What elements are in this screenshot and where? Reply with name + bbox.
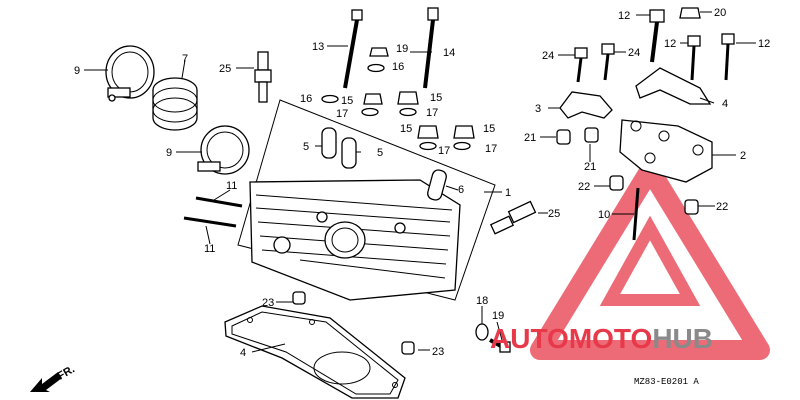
callout-14: 14 xyxy=(443,47,455,59)
insulator-8 xyxy=(152,77,198,131)
callout-15: 15 xyxy=(341,95,353,107)
valve-guide-6 xyxy=(427,169,447,201)
callout-15: 15 xyxy=(430,92,442,104)
rocker-holder-2 xyxy=(619,119,713,183)
callout-24: 24 xyxy=(542,50,554,62)
callout-2: 2 xyxy=(740,150,746,162)
watermark-part-auto: AUTO xyxy=(490,323,569,354)
spark-plug-25-right xyxy=(489,200,537,235)
callout-17: 17 xyxy=(336,108,348,120)
bolt-14 xyxy=(423,7,439,89)
callout-16: 16 xyxy=(300,93,312,105)
clamp-9-lower xyxy=(197,125,250,175)
dowel-pin-23 xyxy=(292,291,415,355)
callout-6: 6 xyxy=(458,184,464,196)
callout-21: 21 xyxy=(524,132,536,144)
callout-25: 25 xyxy=(548,208,560,220)
front-direction-indicator: FR. xyxy=(30,363,77,392)
callout-20: 20 xyxy=(714,7,726,19)
callout-17: 17 xyxy=(438,145,450,157)
spark-plug-25-top xyxy=(254,51,272,103)
clamp-9-upper xyxy=(105,45,155,102)
callout-13: 13 xyxy=(312,41,324,53)
callout-21: 21 xyxy=(584,161,596,173)
callout-11: 11 xyxy=(226,180,237,192)
callout-17: 17 xyxy=(485,143,497,155)
watermark-part-moto: MOTO xyxy=(569,323,652,354)
callout-11: 11 xyxy=(204,243,215,255)
callout-16: 16 xyxy=(392,61,404,73)
stud-10 xyxy=(632,187,640,241)
callout-labels: 9 7 9 25 11 11 13 19 14 16 16 15 17 15 1… xyxy=(74,7,770,359)
callout-5: 5 xyxy=(303,141,309,153)
cylinder-head-1 xyxy=(237,99,496,301)
callout-12: 12 xyxy=(758,38,770,50)
callout-19: 19 xyxy=(492,310,504,322)
leader-lines xyxy=(84,11,756,353)
callout-3: 3 xyxy=(535,103,541,115)
watermark-part-hub: HUB xyxy=(652,323,713,354)
callout-23: 23 xyxy=(262,297,274,309)
nut-washer-group xyxy=(321,47,475,151)
callout-8: 7 xyxy=(182,53,188,65)
callout-25: 25 xyxy=(219,63,231,75)
callout-20: 19 xyxy=(396,43,408,55)
stud-11 xyxy=(183,196,243,228)
bolt-19-washer-18 xyxy=(475,323,511,353)
callout-22: 22 xyxy=(716,201,728,213)
collars-21-22 xyxy=(556,127,699,215)
valve-guide-5 xyxy=(321,127,357,169)
callout-12: 12 xyxy=(664,38,676,50)
callout-5: 5 xyxy=(377,147,383,159)
direction-label: FR. xyxy=(56,363,77,382)
arrow-left-icon xyxy=(30,372,62,392)
callout-7: 4 xyxy=(240,347,246,359)
callout-12: 12 xyxy=(618,10,630,22)
watermark-logo xyxy=(530,160,770,360)
callout-15: 15 xyxy=(400,123,412,135)
callout-24: 24 xyxy=(628,47,640,59)
bolt-12-set xyxy=(574,7,735,83)
callout-23: 23 xyxy=(432,346,444,358)
head-gasket-7 xyxy=(224,305,406,399)
callout-22: 22 xyxy=(578,181,590,193)
callout-15: 15 xyxy=(483,123,495,135)
callout-18: 18 xyxy=(476,295,488,307)
callout-17: 17 xyxy=(426,107,438,119)
watermark-wordmark: AUTOMOTOHUB xyxy=(490,323,713,354)
callout-4: 4 xyxy=(722,98,728,110)
plate-4 xyxy=(635,67,712,105)
callout-1: 1 xyxy=(505,187,511,199)
callout-9: 9 xyxy=(166,147,172,159)
diagram-code: MZ83-E0201 A xyxy=(634,377,699,387)
callout-10: 10 xyxy=(598,209,610,221)
bracket-3 xyxy=(559,91,613,119)
bolt-13 xyxy=(343,9,363,89)
callout-9: 9 xyxy=(74,65,80,77)
